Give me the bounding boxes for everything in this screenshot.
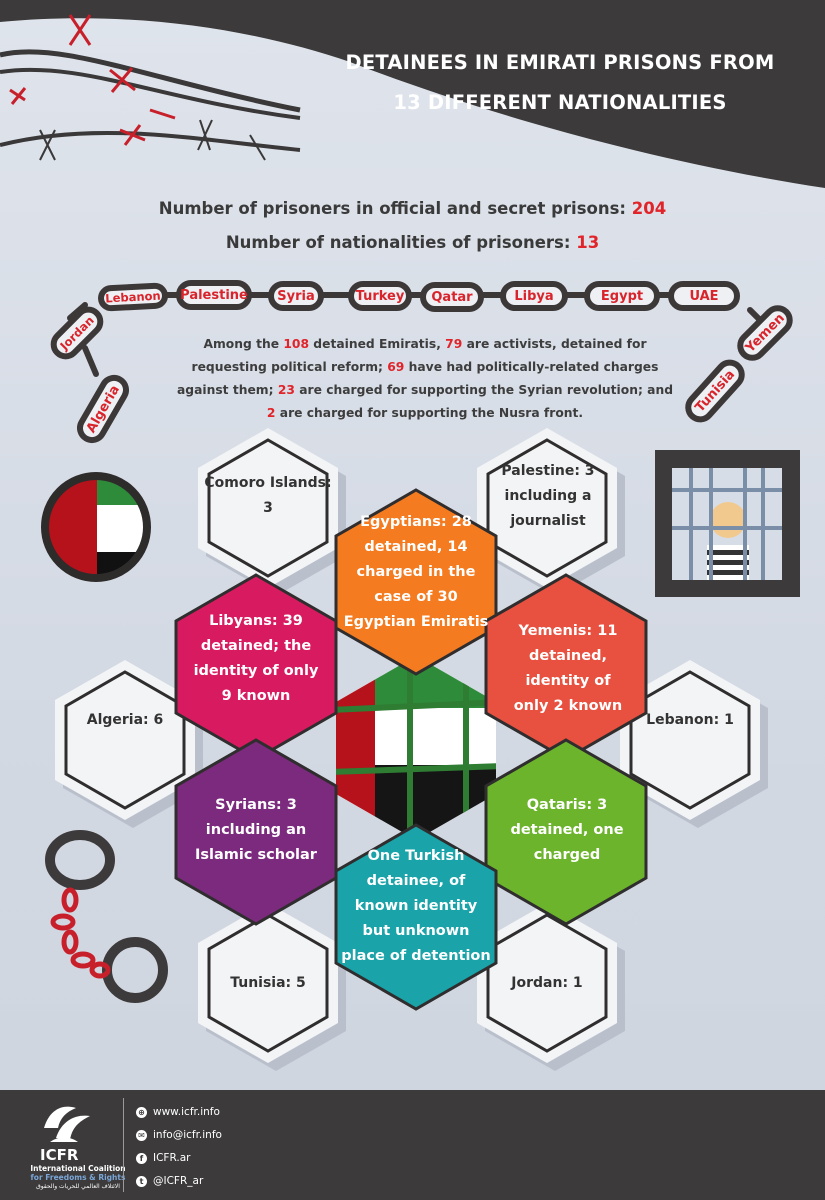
hex-text-syrians: Syrians: 3 including an Islamic scholar	[195, 796, 317, 863]
hexagon-cluster	[55, 428, 768, 1071]
hex-text-jordan: Jordan: 1	[511, 974, 583, 991]
hex-text-qataris: Qataris: 3 detained, one charged	[510, 796, 624, 863]
chain-link-palestine: Palestine	[176, 280, 252, 310]
prisoners-stat: Number of prisoners in official and secr…	[0, 199, 825, 218]
nationalities-value: 13	[576, 233, 600, 252]
center-uae-flag-icon	[336, 656, 496, 840]
nationalities-stat: Number of nationalities of prisoners: 13	[0, 233, 825, 252]
email-item[interactable]: ✉info@icfr.info	[136, 1129, 222, 1141]
hex-qatar	[484, 738, 648, 926]
hex-syria	[174, 738, 338, 926]
chain-link-lebanon: Lebanon	[97, 282, 169, 312]
hex-text-libyans: Libyans: 39 detained; the identity of on…	[193, 613, 319, 704]
org-short: ICFR	[40, 1146, 79, 1164]
hex-turkey	[334, 823, 498, 1011]
chain-link-syria: Syria	[268, 281, 324, 311]
hex-text-lebanon: Lebanon: 1	[646, 711, 734, 728]
nationalities-label: Number of nationalities of prisoners:	[225, 233, 571, 252]
header-banner	[0, 0, 825, 188]
hex-text-tunisia: Tunisia: 5	[230, 974, 306, 991]
email-icon: ✉	[136, 1129, 147, 1141]
facebook-icon: f	[136, 1152, 147, 1164]
emiratis-paragraph: Among the 108 detained Emiratis, 79 are …	[176, 337, 674, 420]
hex-text-egyptians: Egyptians: 28 detained, 14 charged in th…	[343, 513, 489, 630]
org-line1: International Coalition	[30, 1164, 126, 1173]
org-arabic: الائتلاف العالمي للحريات والحقوق	[36, 1183, 120, 1190]
white-hex-shapes	[55, 428, 768, 1071]
uae-flag-ball-icon	[41, 472, 151, 582]
page-title-line2: 13 DIFFERENT NATIONALITIES	[393, 91, 727, 114]
prisoners-label: Number of prisoners in official and secr…	[158, 199, 627, 218]
hex-text-yemenis: Yemenis: 11 detained, identity of only 2…	[513, 623, 623, 714]
org-line2: for Freedoms & Rights	[30, 1173, 126, 1182]
chain-link-uae: UAE	[668, 281, 740, 311]
website-item[interactable]: ⊕www.icfr.info	[136, 1106, 220, 1118]
prison-cell-icon	[655, 450, 800, 597]
hex-text-algeria: Algeria: 6	[86, 711, 164, 728]
footer-divider	[123, 1098, 124, 1192]
chain-link-qatar: Qatar	[420, 282, 484, 312]
prisoners-value: 204	[631, 199, 667, 218]
page-title-line1: DETAINEES IN EMIRATI PRISONS FROM	[345, 51, 775, 74]
chain-link-egypt: Egypt	[584, 281, 660, 311]
chain-link-turkey: Turkey	[348, 281, 412, 311]
icfr-logo-icon	[44, 1106, 90, 1142]
hex-text-comoro: Comoro Islands: 3	[204, 475, 332, 516]
hex-text-palestine: Palestine: 3 including a journalist	[501, 462, 595, 529]
globe-icon: ⊕	[136, 1106, 147, 1118]
chain-link-libya: Libya	[500, 281, 568, 311]
hex-text-turkish: One Turkish detainee, of known identity …	[341, 847, 491, 964]
twitter-item[interactable]: t@ICFR_ar	[136, 1175, 203, 1187]
twitter-icon: t	[136, 1175, 147, 1187]
footer: ICFR International Coalition for Freedom…	[0, 1090, 825, 1200]
hex-egypt	[334, 488, 498, 676]
handcuffs-icon	[45, 830, 168, 1003]
barbed-wire-icon	[0, 49, 301, 152]
